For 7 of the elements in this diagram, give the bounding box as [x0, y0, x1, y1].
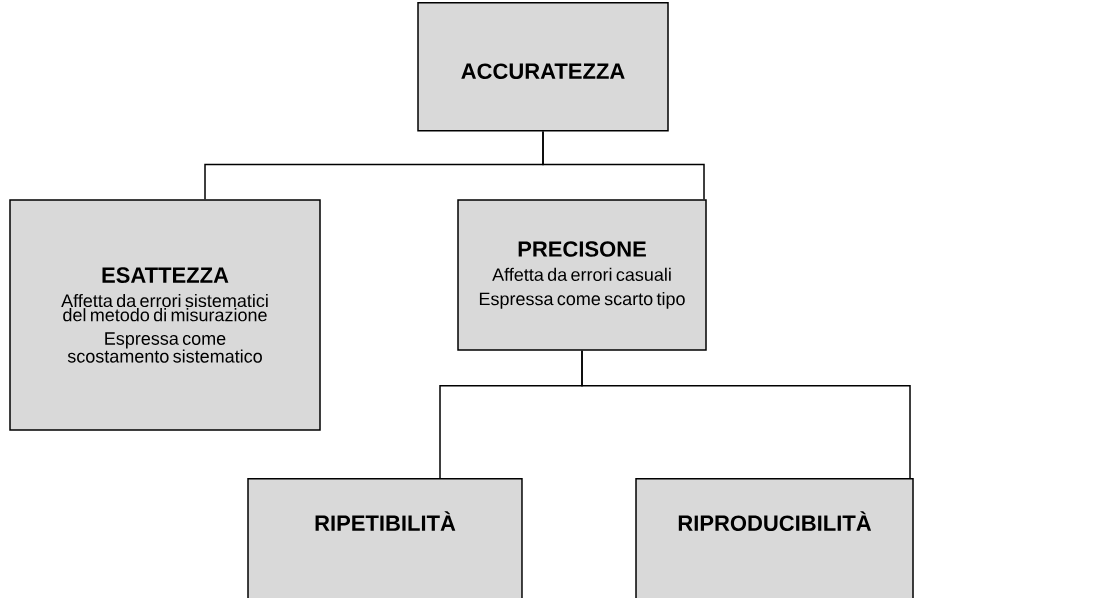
process-box: ESATTEZZA Affetta da errori sistematici del metodo di misurazione Espressa come scostamento sistematico: [9, 199, 321, 431]
connector-line: [581, 350, 911, 479]
connector-line: [542, 130, 705, 200]
process-box: RIPRODUCIBILITÀ: [635, 478, 914, 598]
process-box: RIPETIBILITÀ: [247, 478, 523, 598]
process-box: ACCURATEZZA: [417, 2, 669, 132]
process-box: PRECISONE Affetta da errori casuali Espressa come scarto tipo: [457, 199, 707, 351]
